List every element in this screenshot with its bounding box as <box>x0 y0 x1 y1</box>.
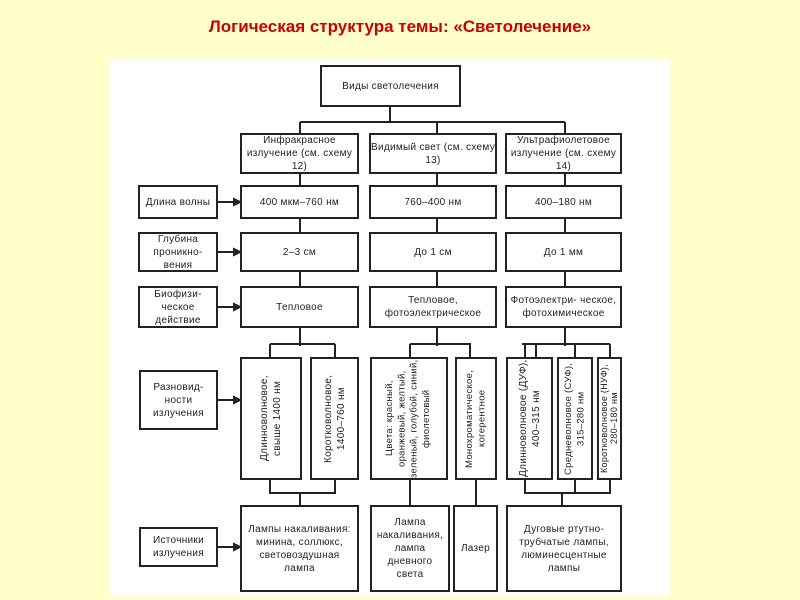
visible-down <box>409 480 477 505</box>
visible-depth: До 1 см <box>369 232 497 272</box>
root-connector <box>299 107 566 133</box>
uv-branch <box>524 343 611 357</box>
uv-variety-short-text: Коротковолновое (НУФ), 280–180 нм <box>598 364 619 473</box>
ir-action: Тепловое <box>240 286 359 328</box>
ir-variety-long: Длинноволновое, свыше 1400 нм <box>240 357 302 480</box>
arrows <box>218 197 243 552</box>
label-action: Биофизи- ческое действие <box>138 286 218 328</box>
ir-variety-short: Коротковолновое, 1400–760 нм <box>310 357 359 480</box>
visible-variety-colors: Цвета: красный, оранжевый, желтый, зелен… <box>370 357 448 480</box>
ir-branch <box>269 328 336 357</box>
slide-title: Логическая структура темы: «Светолечение… <box>208 17 592 36</box>
uv-merge <box>524 480 611 505</box>
uv-sources: Дуговые ртутно-трубчатые лампы, люминесц… <box>506 505 622 592</box>
uv-variety-short: Коротковолновое (НУФ), 280–180 нм <box>597 357 622 480</box>
uv-variety-mid: Средневолновое (СУФ), 315–280 нм <box>557 357 593 480</box>
label-sources: Источники излучения <box>139 527 218 567</box>
visible-action: Тепловое, фотоэлектрическое <box>369 286 497 328</box>
uv-wavelength: 400–180 нм <box>505 185 622 219</box>
label-varieties: Разновид- ности излучения <box>139 370 218 430</box>
label-depth: Глубина проникно- вения <box>138 232 218 272</box>
top-branches <box>409 343 574 357</box>
visible-sources: Лампа накаливания, лампа дневного света <box>370 505 450 592</box>
connectors <box>218 107 611 552</box>
ir-merge <box>269 480 336 505</box>
ir-sources: Лампы накаливания: минина, соллюкс, свет… <box>240 505 359 592</box>
uv-action: Фотоэлектри- ческое, фотохимическое <box>505 286 622 328</box>
ir-box: Инфракрасное излучение (см. схему 12) <box>240 133 359 174</box>
laser-source: Лазер <box>453 505 498 592</box>
root-box: Виды светолечения <box>320 65 461 107</box>
label-wavelength: Длина волны <box>138 185 218 219</box>
uv-box: Ультрафиолетовое излучение (см. схему 14… <box>505 133 622 174</box>
uv-variety-long-text: Длинноволновое (ДУФ), 400–315 нм <box>517 359 542 478</box>
visible-variety-mono-text: Монохроматическое, когерентное <box>463 369 487 468</box>
visible-variety-mono: Монохроматическое, когерентное <box>455 357 497 480</box>
diagram: Виды светолечения Инфракрасное излучение… <box>110 60 670 596</box>
visible-box: Видимый свет (см. схему 13) <box>369 133 497 174</box>
visible-wavelength: 760–400 нм <box>369 185 497 219</box>
ir-wavelength: 400 мкм–760 нм <box>240 185 359 219</box>
ir-variety-short-text: Коротковолновое, 1400–760 нм <box>322 374 347 463</box>
ir-depth: 2–3 см <box>240 232 359 272</box>
uv-variety-mid-text: Средневолновое (СУФ), 315–280 нм <box>562 362 586 475</box>
uv-depth: До 1 мм <box>505 232 622 272</box>
visible-variety-colors-text: Цвета: красный, оранжевый, желтый, зелен… <box>384 359 433 478</box>
uv-variety-long: Длинноволновое (ДУФ), 400–315 нм <box>506 357 553 480</box>
ir-variety-long-text: Длинноволновое, свыше 1400 нм <box>259 375 283 462</box>
